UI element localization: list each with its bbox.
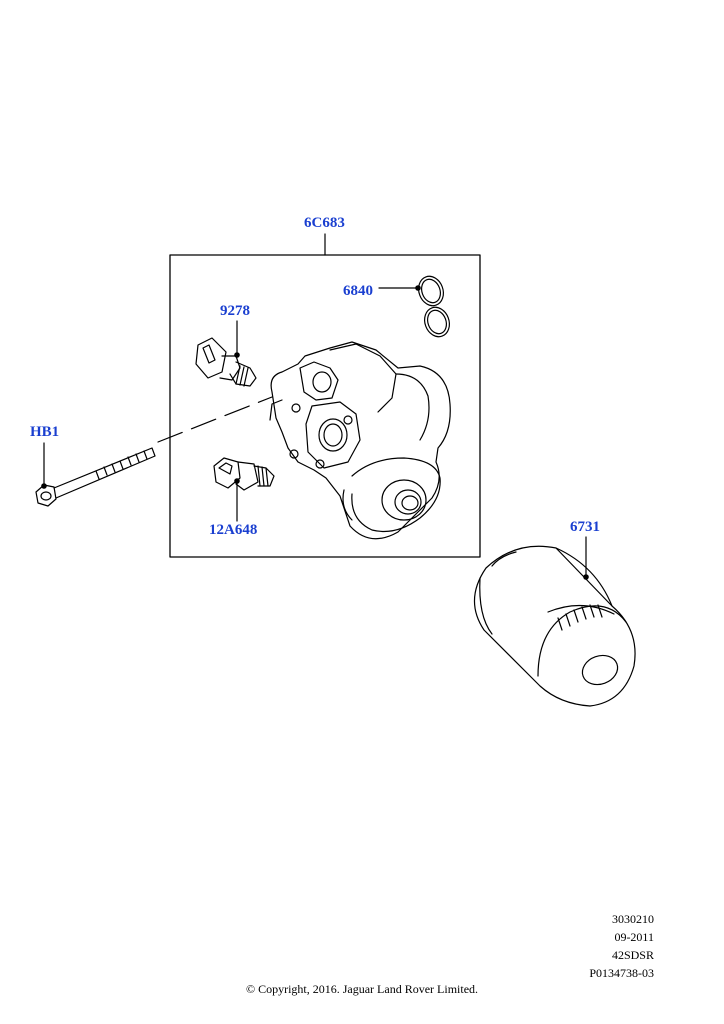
callout-temp-sensor[interactable]: 12A648 <box>209 522 258 538</box>
oil-filter-housing-icon <box>269 341 451 540</box>
oil-filter-icon <box>473 545 636 707</box>
ref-code-4: P0134738-03 <box>589 966 654 980</box>
ref-code-1: 3030210 <box>612 912 654 926</box>
callout-bolt[interactable]: HB1 <box>30 424 60 440</box>
callout-housing[interactable]: 6C683 <box>304 215 345 231</box>
assembly-frame <box>169 254 481 558</box>
o-ring-icon <box>418 275 450 338</box>
bolt-icon <box>35 447 156 507</box>
ref-code-3: 42SDSR <box>611 948 654 962</box>
copyright: © Copyright, 2016. Jaguar Land Rover Lim… <box>245 982 479 996</box>
callout-pressure-switch[interactable]: 9278 <box>220 303 250 319</box>
bolt-axis <box>157 396 273 443</box>
temp-sensor-icon <box>213 457 275 491</box>
callout-filter[interactable]: 6731 <box>570 519 600 535</box>
callout-oring[interactable]: 6840 <box>343 283 373 299</box>
ref-code-2: 09-2011 <box>614 930 654 944</box>
pressure-switch-icon <box>195 337 257 387</box>
